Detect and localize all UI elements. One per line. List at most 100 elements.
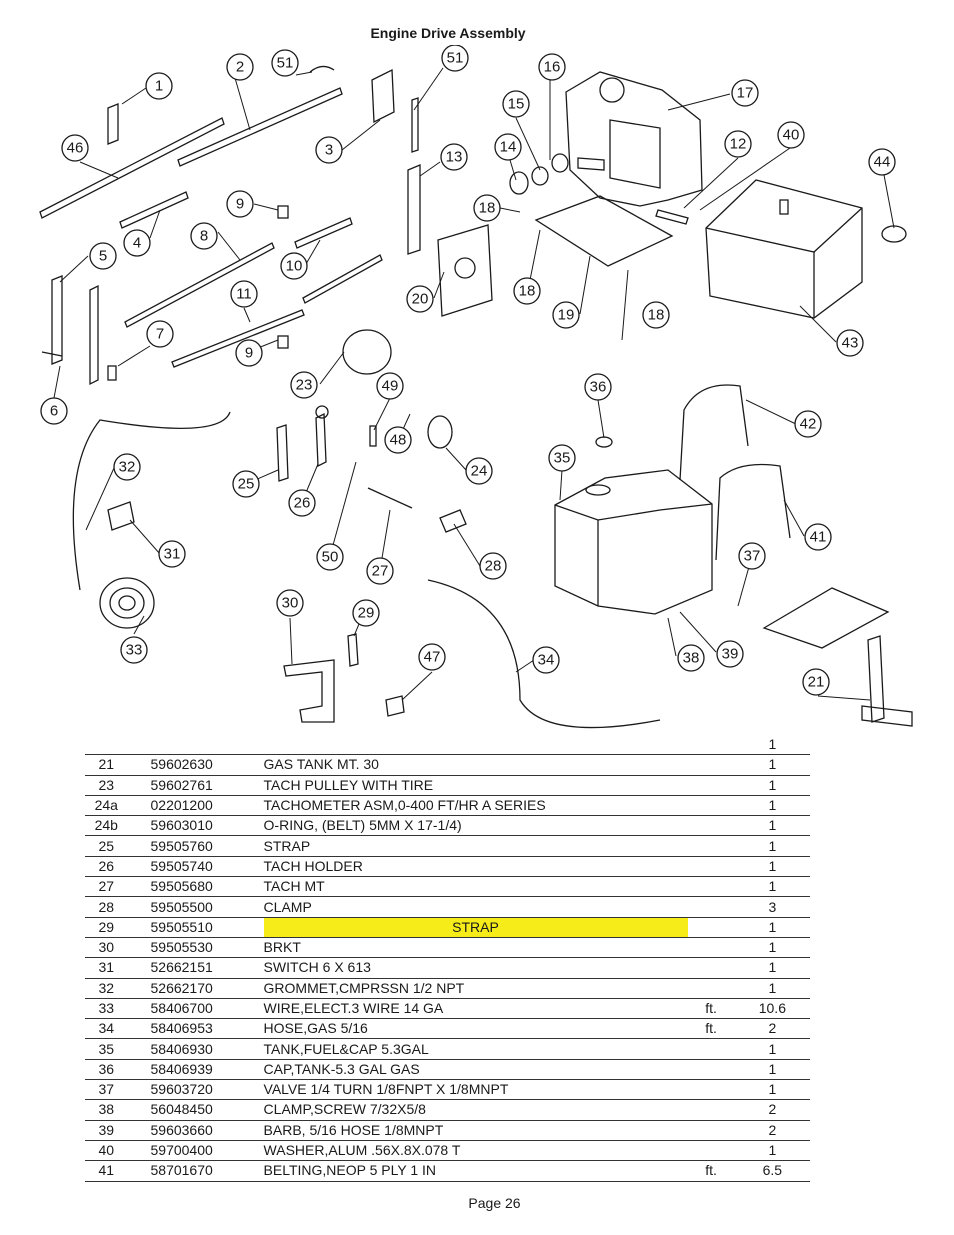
- item-number-cell: 36: [85, 1059, 128, 1081]
- callout-10: 10: [280, 252, 308, 280]
- svg-text:41: 41: [810, 529, 827, 546]
- svg-text:10: 10: [286, 258, 303, 275]
- svg-text:33: 33: [126, 642, 143, 659]
- table-header-row: 1: [85, 735, 810, 756]
- svg-text:14: 14: [500, 139, 517, 156]
- svg-text:1: 1: [155, 78, 163, 95]
- unit-cell: [687, 795, 735, 817]
- callout-23: 23: [290, 371, 318, 399]
- svg-text:17: 17: [737, 85, 754, 102]
- svg-text:48: 48: [390, 432, 407, 449]
- quantity-cell: 1: [734, 754, 810, 776]
- description-cell: TANK,FUEL&CAP 5.3GAL: [263, 1038, 688, 1060]
- unit-cell: ft.: [687, 1160, 735, 1182]
- svg-text:26: 26: [294, 495, 311, 512]
- page-number: Page 26: [468, 1195, 521, 1211]
- svg-text:20: 20: [412, 291, 429, 308]
- quantity-cell: 1: [734, 978, 810, 999]
- unit-cell: [687, 937, 735, 959]
- unit-cell: ft.: [687, 1018, 735, 1040]
- callout-49: 49: [376, 372, 404, 400]
- svg-text:25: 25: [238, 476, 255, 493]
- svg-text:34: 34: [538, 652, 555, 669]
- item-number-cell: 40: [85, 1140, 128, 1162]
- callout-9b: 9: [235, 339, 263, 367]
- callout-48: 48: [384, 426, 412, 454]
- item-number-cell: 32: [85, 978, 128, 999]
- callout-37: 37: [738, 542, 766, 570]
- part-number-cell: 02201200: [127, 795, 264, 817]
- item-number-cell: 31: [85, 957, 128, 979]
- unit-cell: [687, 1140, 735, 1162]
- callout-2: 2: [226, 53, 254, 81]
- item-number-cell: 27: [85, 876, 128, 898]
- callout-47: 47: [418, 643, 446, 671]
- unit-cell: [687, 978, 735, 999]
- part-number-cell: 59505500: [127, 896, 264, 918]
- callout-36: 36: [584, 373, 612, 401]
- svg-text:29: 29: [358, 605, 375, 622]
- part-number-cell: 59505740: [127, 856, 264, 878]
- callout-29: 29: [352, 599, 380, 627]
- callout-38: 38: [677, 644, 705, 672]
- part-number-cell: 59602630: [127, 754, 264, 776]
- item-number-cell: 34: [85, 1018, 128, 1040]
- svg-text:46: 46: [67, 140, 84, 157]
- unit-cell: [687, 1079, 735, 1101]
- svg-text:7: 7: [156, 326, 164, 343]
- callout-33: 33: [120, 636, 148, 664]
- callout-3: 3: [315, 136, 343, 164]
- part-number-cell: 59603660: [127, 1120, 264, 1141]
- unit-cell: [687, 815, 735, 837]
- callout-5: 5: [89, 242, 117, 270]
- callout-21: 21: [802, 668, 830, 696]
- exploded-parts-diagram: 1 2 51 51 16 17 46 3 13 15 14 12 40 44 9…: [39, 45, 913, 729]
- callout-9a: 9: [226, 190, 254, 218]
- svg-text:24: 24: [471, 463, 488, 480]
- svg-text:30: 30: [282, 595, 299, 612]
- svg-text:42: 42: [800, 416, 817, 433]
- callout-41: 41: [804, 523, 832, 551]
- quantity-cell: 1: [734, 795, 810, 817]
- svg-text:5: 5: [99, 248, 107, 265]
- item-number-cell: 24a: [85, 795, 128, 817]
- item-number-cell: 38: [85, 1099, 128, 1121]
- leader-lines: [53, 67, 895, 701]
- description-cell: TACH MT: [263, 876, 688, 898]
- callout-19: 19: [552, 301, 580, 329]
- unit-cell: [687, 1099, 735, 1121]
- svg-text:18: 18: [519, 283, 536, 300]
- callout-40: 40: [777, 121, 805, 149]
- svg-text:31: 31: [164, 546, 181, 563]
- description-cell: CAP,TANK-5.3 GAL GAS: [263, 1059, 688, 1081]
- svg-text:9: 9: [245, 345, 253, 362]
- callout-51b: 51: [441, 45, 469, 72]
- quantity-cell: 1: [734, 1079, 810, 1101]
- callout-16: 16: [538, 53, 566, 81]
- quantity-cell: 1: [734, 775, 810, 796]
- callout-34: 34: [532, 646, 560, 674]
- svg-text:21: 21: [808, 674, 825, 691]
- unit-cell: [687, 917, 735, 938]
- svg-text:11: 11: [236, 286, 252, 303]
- description-cell: HOSE,GAS 5/16: [263, 1018, 688, 1040]
- callout-27: 27: [366, 557, 394, 585]
- callout-51a: 51: [271, 49, 299, 77]
- callout-28: 28: [479, 552, 507, 580]
- quantity-cell: 6.5: [734, 1160, 810, 1182]
- callout-20: 20: [406, 285, 434, 313]
- quantity-cell: 1: [734, 856, 810, 878]
